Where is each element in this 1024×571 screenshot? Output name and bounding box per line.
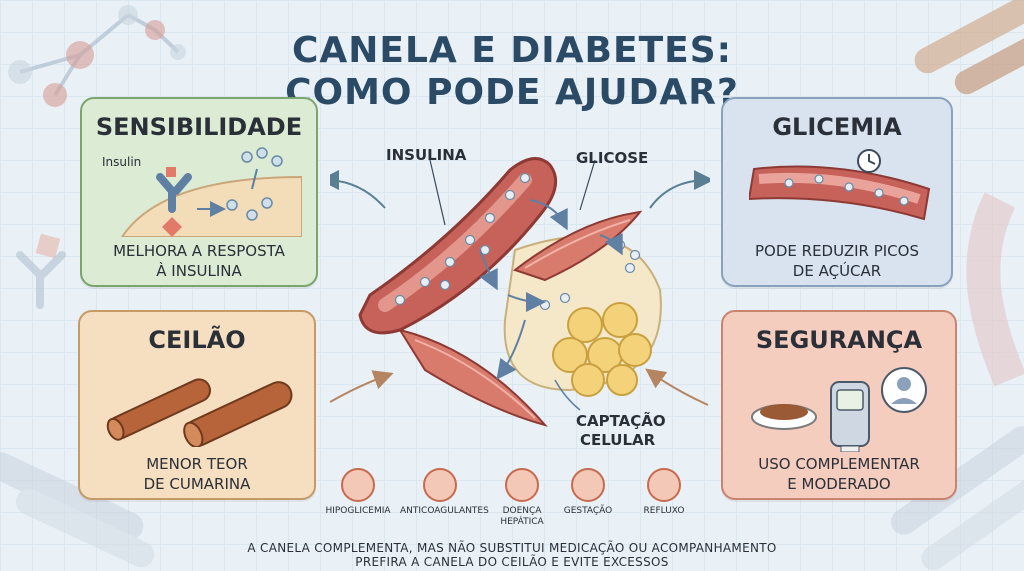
card-heading: GLICEMIA xyxy=(772,113,902,141)
label-captacao-line2: CELULAR xyxy=(580,431,656,449)
card-ceilao: CEILÃO MENOR TEOR DE CUMARINA xyxy=(78,310,316,500)
risk-anticoagulantes: ANTICOAGULANTES xyxy=(400,468,489,517)
pregnancy-icon xyxy=(571,468,605,502)
insulin-receptor-illustration xyxy=(120,147,302,237)
card-body-line1: MENOR TEOR xyxy=(146,455,248,473)
liver-icon xyxy=(505,468,539,502)
card-heading: SEGURANÇA xyxy=(755,326,923,354)
card-body-line2: DE CUMARINA xyxy=(143,475,251,493)
risk-hipoglicemia: HIPOGLICEMIA xyxy=(318,468,398,517)
insulin-tag: Insulin xyxy=(102,155,142,169)
pills-icon xyxy=(423,468,457,502)
footer-line2: PREFIRA A CANELA DO CEILÃO E EVITE EXCES… xyxy=(355,555,669,569)
spoon-glucometer-illustration xyxy=(751,367,927,452)
blood-vessel-clock-illustration xyxy=(749,149,931,221)
label-glicose: GLICOSE xyxy=(576,149,649,167)
card-sensibilidade: SENSIBILIDADE Insulin MELHORA A RESPOSTA… xyxy=(80,97,318,287)
card-body-line2: À INSULINA xyxy=(156,262,242,280)
card-seguranca: SEGURANÇA USO COMPLEMENTAR E MODERADO xyxy=(721,310,957,500)
card-body-line1: PODE REDUZIR PICOS xyxy=(755,242,919,260)
label-insulina: INSULINA xyxy=(386,146,467,164)
card-heading: SENSIBILIDADE xyxy=(95,113,303,141)
card-body-line2: DE AÇÚCAR xyxy=(792,262,882,280)
stomach-icon xyxy=(647,468,681,502)
risk-doenca-hepatica: DOENÇA HEPÁTICA xyxy=(482,468,562,528)
card-heading: CEILÃO xyxy=(148,326,246,354)
cinnamon-sticks-illustration xyxy=(106,378,293,447)
card-glicemia: GLICEMIA PODE REDUZIR PICOS DE AÇÚCAR xyxy=(721,97,953,287)
page-title-line1: CANELA E DIABETES: xyxy=(291,30,733,71)
label-captacao-line1: CAPTAÇÃO xyxy=(576,412,666,430)
drop-icon xyxy=(341,468,375,502)
card-body-line2: E MODERADO xyxy=(787,475,891,493)
card-body-line1: USO COMPLEMENTAR xyxy=(758,455,920,473)
central-illustration xyxy=(330,157,710,427)
risk-gestacao: GESTAÇÃO xyxy=(548,468,628,517)
footer-line1: A CANELA COMPLEMENTA, MAS NÃO SUBSTITUI … xyxy=(247,541,777,555)
page-title-line2: COMO PODE AJUDAR? xyxy=(285,72,739,113)
card-body-line1: MELHORA A RESPOSTA xyxy=(113,242,285,260)
risk-refluxo: REFLUXO xyxy=(624,468,704,517)
